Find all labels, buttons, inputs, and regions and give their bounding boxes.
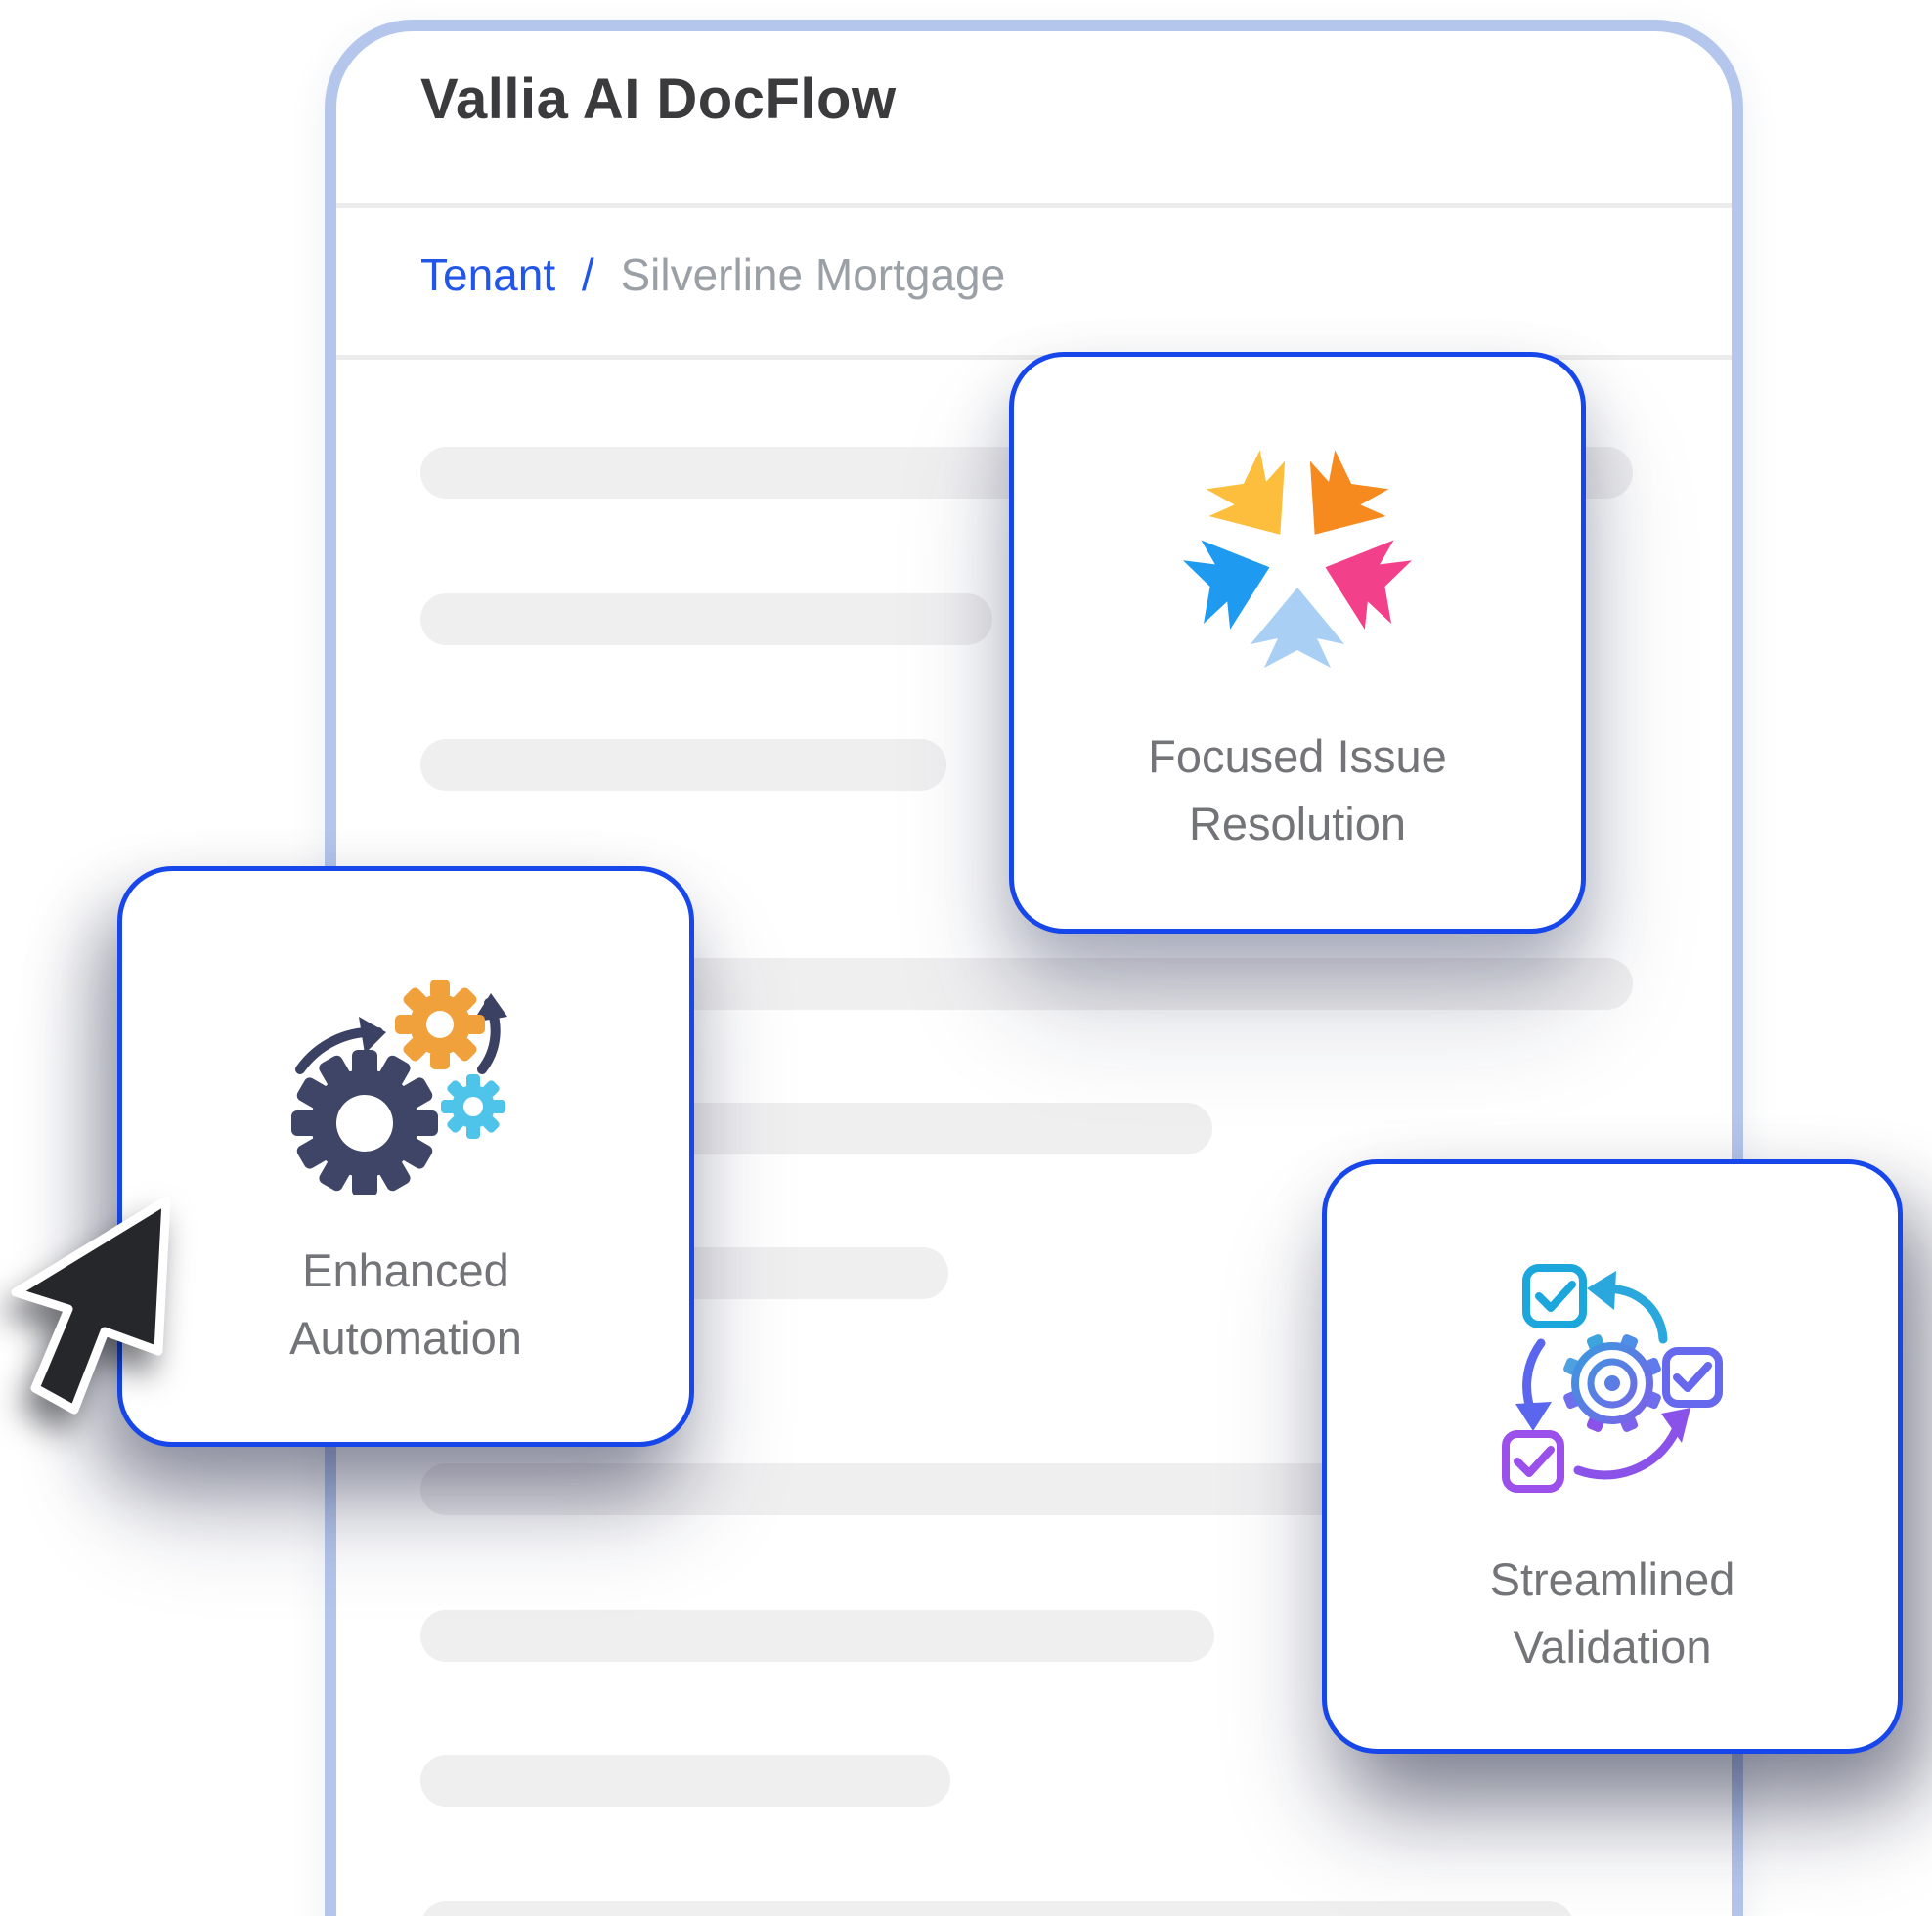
skeleton-bar bbox=[420, 739, 946, 791]
skeleton-bar bbox=[420, 1610, 1214, 1662]
breadcrumb-current: Silverline Mortgage bbox=[620, 249, 1006, 300]
icon-wrap bbox=[1182, 439, 1413, 677]
cycle-arrow-purple bbox=[1573, 1418, 1684, 1480]
curved-arrow-left-head bbox=[359, 1017, 386, 1054]
breadcrumb-divider bbox=[336, 355, 1732, 360]
feature-card-streamlined-validation[interactable]: Streamlined Validation bbox=[1322, 1159, 1903, 1754]
feature-card-label: Enhanced Automation bbox=[289, 1237, 522, 1372]
checkbox-right-check bbox=[1673, 1362, 1712, 1392]
gears-automation-icon bbox=[291, 980, 507, 1195]
cursor-arrow-icon bbox=[11, 1196, 171, 1415]
feature-label-line1: Streamlined bbox=[1489, 1553, 1735, 1605]
feature-label-line1: Focused Issue bbox=[1148, 730, 1447, 782]
breadcrumb-separator: / bbox=[581, 249, 594, 300]
gear-skyblue bbox=[441, 1074, 505, 1139]
gear-navy bbox=[291, 1050, 438, 1195]
feature-label-line1: Enhanced bbox=[302, 1244, 509, 1296]
skeleton-bar bbox=[420, 1755, 950, 1807]
checkbox-right bbox=[1662, 1347, 1723, 1408]
arrow-right-pink bbox=[1310, 522, 1413, 637]
gear-orange bbox=[395, 980, 485, 1069]
icon-wrap bbox=[288, 953, 523, 1195]
feature-label-line2: Validation bbox=[1513, 1621, 1712, 1673]
breadcrumb-root-link[interactable]: Tenant bbox=[420, 249, 556, 300]
arrow-topright-orange bbox=[1276, 443, 1400, 562]
converging-arrows-icon bbox=[1182, 443, 1413, 668]
breadcrumb: Tenant / Silverline Mortgage bbox=[420, 246, 1005, 303]
cycle-arrow-blue-head bbox=[1515, 1402, 1552, 1431]
feature-card-enhanced-automation[interactable]: Enhanced Automation bbox=[117, 866, 694, 1447]
icon-wrap bbox=[1495, 1262, 1730, 1501]
feature-label-line2: Resolution bbox=[1188, 798, 1407, 849]
skeleton-bar bbox=[420, 1901, 1574, 1916]
arrow-left-blue bbox=[1182, 522, 1285, 637]
feature-label-line2: Automation bbox=[289, 1312, 522, 1364]
gear-outline bbox=[1563, 1334, 1661, 1432]
cycle-arrow-cyan-head bbox=[1587, 1271, 1616, 1310]
arrow-topleft-yellow bbox=[1195, 443, 1319, 562]
header-divider bbox=[336, 203, 1732, 208]
cycle-arrow-purple-head bbox=[1661, 1408, 1690, 1443]
skeleton-bar bbox=[420, 593, 992, 645]
feature-card-label: Focused Issue Resolution bbox=[1148, 722, 1447, 857]
validation-cycle-icon bbox=[1502, 1264, 1723, 1493]
feature-card-label: Streamlined Validation bbox=[1490, 1546, 1735, 1680]
checkbox-top-check bbox=[1535, 1281, 1576, 1312]
arrow-bottom-lightblue bbox=[1251, 588, 1344, 668]
checkbox-bottom bbox=[1502, 1430, 1564, 1493]
feature-card-focused-issue-resolution[interactable]: Focused Issue Resolution bbox=[1009, 352, 1586, 934]
checkboxes bbox=[1502, 1264, 1723, 1493]
checkbox-top bbox=[1522, 1264, 1587, 1328]
app-title: Vallia AI DocFlow bbox=[420, 67, 897, 131]
checkbox-bottom-check bbox=[1514, 1446, 1555, 1477]
